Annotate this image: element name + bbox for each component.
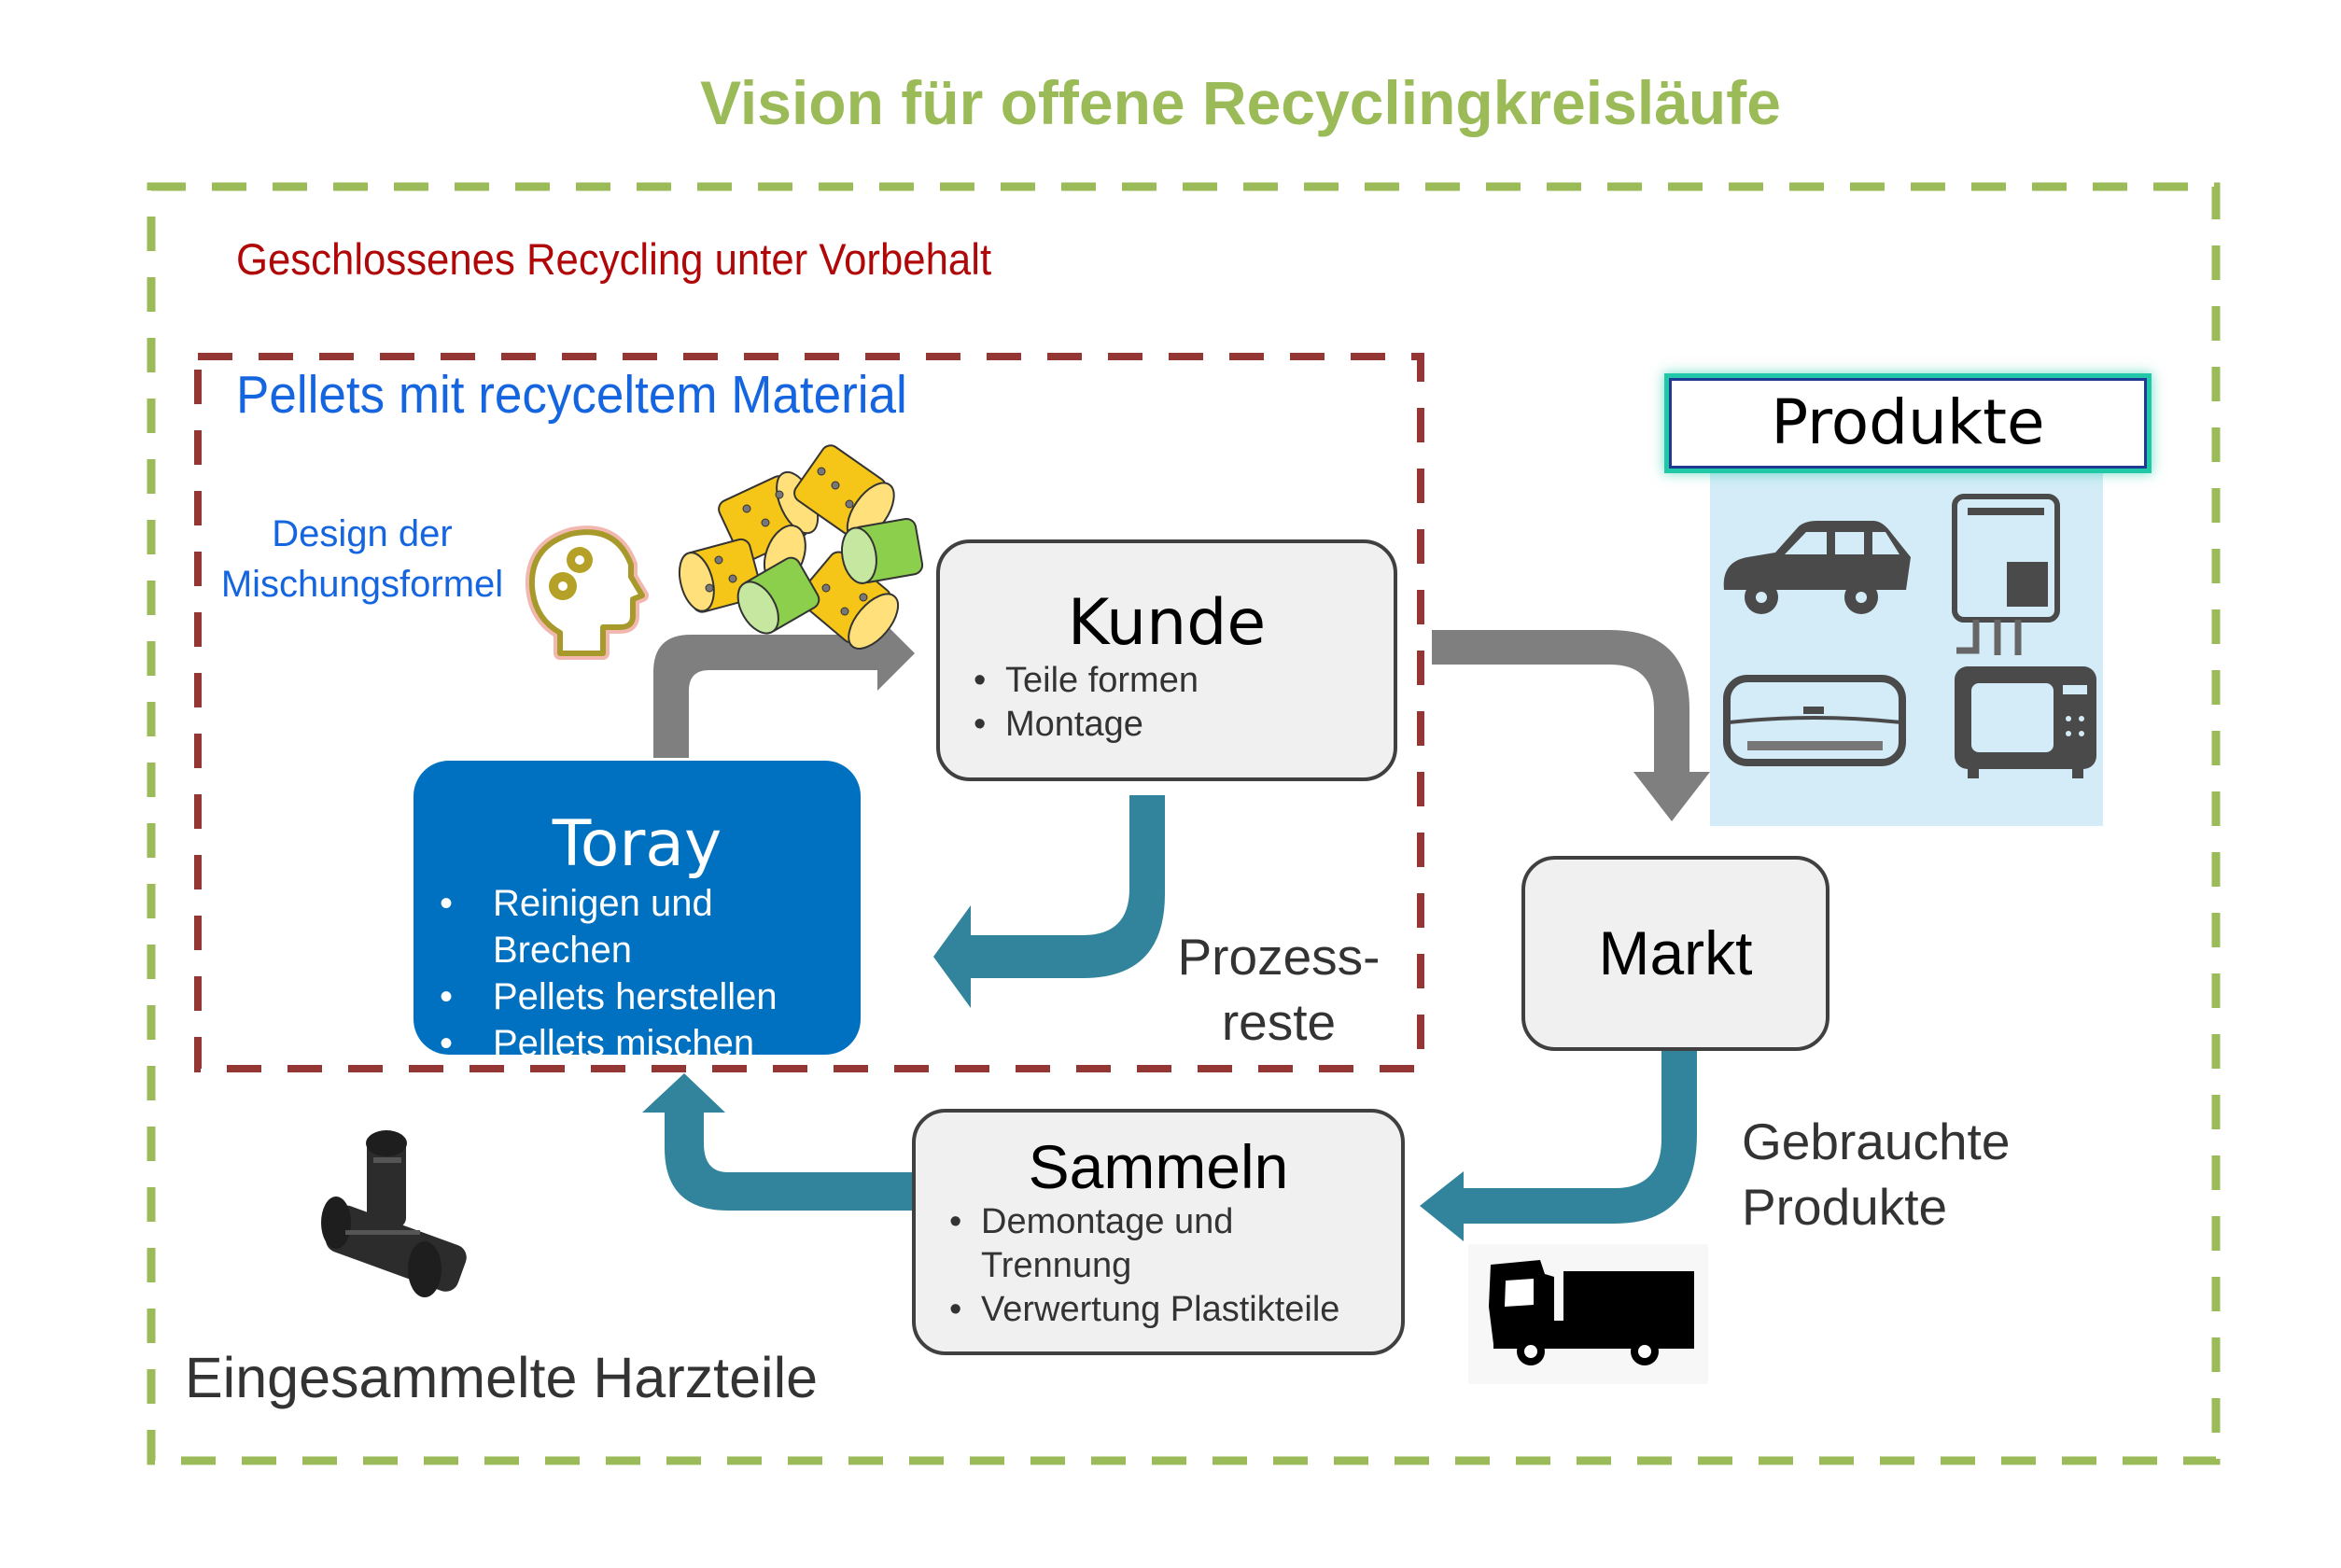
arrow-toray-to-kunde — [653, 616, 915, 758]
open-loop-frame — [147, 182, 2221, 1465]
truck-icon — [1468, 1244, 1708, 1384]
used-products-label: Gebrauchte Produkte — [1742, 1109, 2010, 1239]
design-label-line-1: Design der — [272, 513, 453, 554]
node-kunde-title: Kunde — [1067, 586, 1267, 660]
list-item: Montage — [974, 703, 1394, 747]
node-markt: Markt — [1521, 856, 1829, 1051]
products-header: Produkte — [1669, 378, 2147, 469]
head-gears-icon — [525, 525, 649, 660]
node-toray-list: Reinigen und Brechen Pellets herstellen … — [440, 880, 861, 1067]
closed-loop-frame — [194, 353, 1424, 1072]
process-residue-line-1: Prozess- — [1177, 928, 1381, 986]
list-item: Reinigen und Brechen — [440, 880, 861, 973]
microwave-icon — [1955, 666, 2096, 778]
node-sammeln: Sammeln Demontage und Trennung Verwertun… — [912, 1109, 1405, 1355]
used-products-line-2: Produkte — [1742, 1178, 1948, 1236]
process-residue-line-2: reste — [1221, 993, 1337, 1051]
list-item: Demontage und Trennung — [949, 1200, 1298, 1288]
used-products-line-1: Gebrauchte — [1742, 1113, 2011, 1170]
arrow-sammeln-to-toray — [642, 1073, 918, 1211]
node-kunde-list: Teile formen Montage — [974, 659, 1394, 747]
process-residue-label: Prozess- reste — [1157, 924, 1400, 1055]
arrow-process-residue — [933, 795, 1165, 1008]
list-item: Pellets mischen — [440, 1020, 861, 1067]
node-markt-title: Markt — [1598, 918, 1753, 987]
air-conditioner-icon — [1723, 675, 1906, 766]
pellets-illustration — [678, 444, 924, 650]
closed-loop-label: Geschlossenes Recycling unter Vorbehalt — [236, 234, 992, 284]
pipe-fitting-image — [321, 1130, 467, 1297]
node-kunde: Kunde Teile formen Montage — [936, 539, 1397, 781]
node-toray-title: Toray — [552, 807, 722, 881]
node-toray: Toray Reinigen und Brechen Pellets herst… — [414, 761, 861, 1067]
node-sammeln-title: Sammeln — [1028, 1132, 1289, 1201]
water-heater-icon — [1952, 494, 2060, 655]
node-sammeln-list: Demontage und Trennung Verwertung Plasti… — [949, 1200, 1401, 1332]
list-item: Teile formen — [974, 659, 1394, 703]
car-icon — [1723, 521, 1911, 614]
products-icons — [1723, 494, 2096, 778]
products-panel — [1710, 469, 2103, 826]
arrow-kunde-to-markt — [1432, 630, 1710, 821]
page-title: Vision für offene Recyclingkreisläufe — [700, 68, 1781, 137]
collected-resin-parts-label: Eingesammelte Harzteile — [185, 1346, 819, 1409]
pellets-label: Pellets mit recyceltem Material — [236, 365, 907, 425]
arrow-used-products — [1420, 1033, 1697, 1241]
design-formula-label: Design der Mischungsformel — [203, 509, 521, 609]
list-item: Verwertung Plastikteile — [949, 1288, 1401, 1332]
list-item: Pellets herstellen — [440, 973, 861, 1020]
design-label-line-2: Mischungsformel — [220, 564, 504, 605]
